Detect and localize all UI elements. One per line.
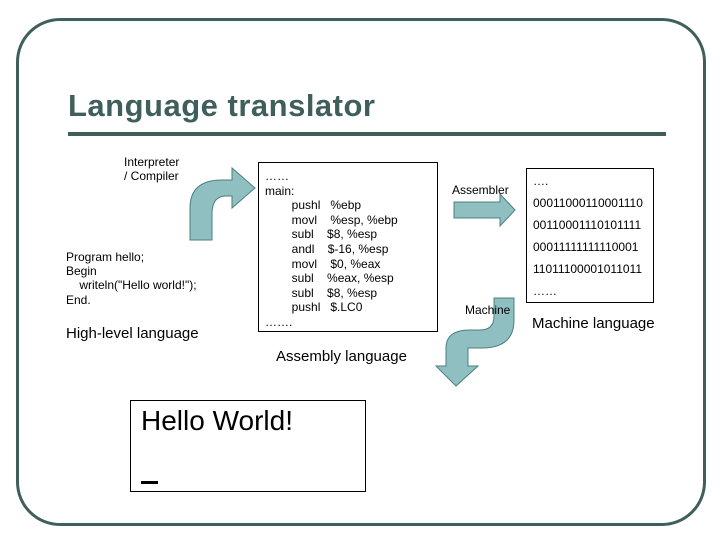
asm-line-10: pushl $.LC0 [265,300,363,315]
asm-line-7: movl $0, %eax [265,256,381,271]
slide-title: Language translator [68,88,376,123]
source-code-box: Program hello; Begin writeln("Hello worl… [62,248,212,310]
asm-line-1: …… [265,169,289,183]
bin-line-5: 11011100001011011 [533,262,643,276]
high-level-label: High-level language [66,325,199,342]
bin-line-3: 00110001110101111 [533,218,642,232]
machine-code-box: …. 00011000110001110 00110001110101111 0… [526,168,654,303]
source-line-4: End. [66,293,91,307]
source-line-3: writeln("Hello world!"); [66,278,197,292]
assembly-code-box: …… main: pushl %ebp movl %esp, %ebp subl… [258,162,438,332]
asm-line-5: subl $8, %esp [265,227,378,242]
asm-line-4: movl %esp, %ebp [265,212,398,227]
output-text: Hello World! [141,405,293,436]
interpreter-label-line2: / Compiler [124,169,179,183]
asm-line-11: ……. [265,314,293,329]
bin-line-1: …. [533,174,549,188]
assembler-label: Assembler [452,183,509,197]
source-line-1: Program hello; [66,250,145,264]
bin-line-6: …… [533,284,557,298]
assembly-label: Assembly language [276,348,407,365]
output-console: Hello World! [130,400,366,492]
asm-line-3: pushl %ebp [265,198,362,213]
machine-arrow [434,297,515,387]
assembly-code: …… main: pushl %ebp movl %esp, %ebp subl… [265,169,398,330]
machine-code: …. 00011000110001110 00110001110101111 0… [533,170,643,302]
text-cursor [141,481,158,484]
source-line-2: Begin [66,264,97,278]
bin-line-2: 00011000110001110 [533,196,643,210]
asm-line-6: andl $-16, %esp [265,241,389,256]
machine-arrow-label: Machine [465,303,511,317]
title-underline [68,132,666,136]
assembler-arrow [453,192,516,228]
machine-label: Machine language [532,315,655,332]
asm-line-8: subl %eax, %esp [265,271,394,286]
interpreter-label-line1: Interpreter [124,155,180,169]
compiler-arrow [189,166,256,241]
interpreter-label: Interpreter / Compiler [124,155,179,183]
asm-line-9: subl $8, %esp [265,285,378,300]
bin-line-4: 00011111111110001 [533,240,639,254]
asm-line-2: main: [265,183,295,198]
